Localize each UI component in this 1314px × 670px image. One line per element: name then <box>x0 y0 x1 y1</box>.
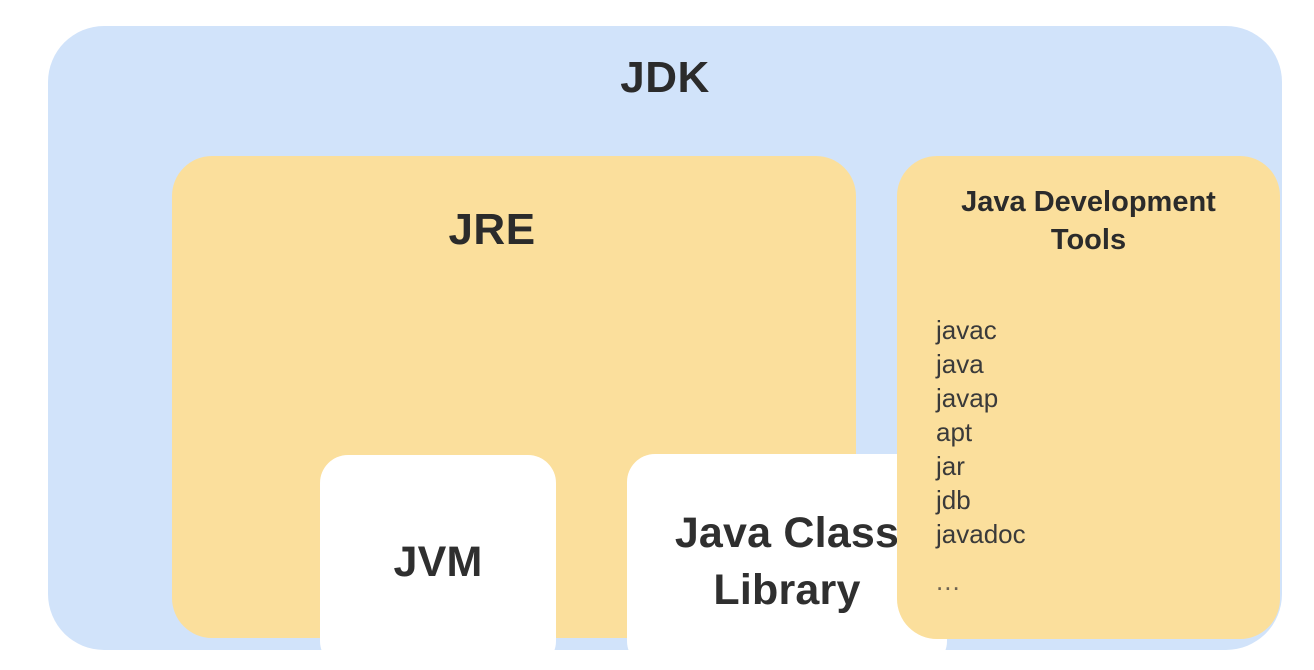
java-class-library-card: Java Class Library <box>627 454 947 669</box>
list-item: javap <box>936 383 999 413</box>
java-development-tools-title: Java Development Tools <box>961 186 1216 256</box>
list-item: javac <box>936 315 997 345</box>
jdk-title: JDK <box>620 53 710 102</box>
list-item: jar <box>936 451 965 481</box>
java-class-library-label: Java Class Library <box>674 508 900 614</box>
list-item: javadoc <box>936 519 1026 549</box>
list-item: apt <box>936 417 973 447</box>
jvm-card: JVM <box>320 455 556 669</box>
jvm-label: JVM <box>393 537 483 586</box>
list-item: java <box>936 349 984 379</box>
java-development-tools-container: Java Development Tools javac java javap … <box>897 156 1280 639</box>
java-development-tools-list: javac java javap apt jar jdb javadoc ... <box>936 313 1026 598</box>
jre-title: JRE <box>448 205 536 254</box>
jre-container: JRE JVM Java Class Library <box>172 156 947 669</box>
more-tools-indicator: ... <box>936 566 961 596</box>
list-item: jdb <box>936 485 971 515</box>
jdk-container: JDK JRE JVM Java Class Library Java Deve… <box>48 26 1282 669</box>
